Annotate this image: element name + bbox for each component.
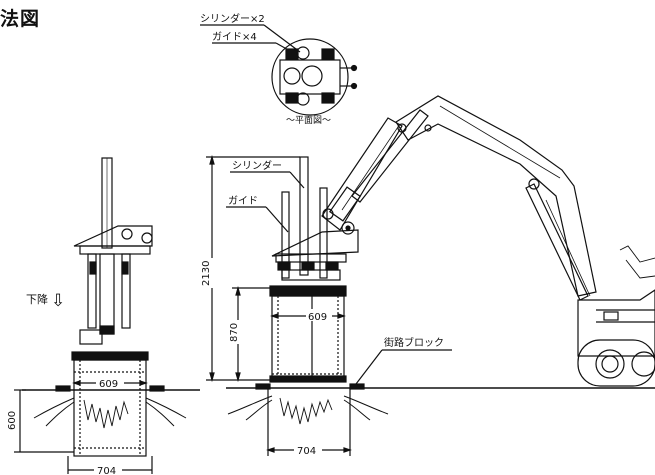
descend-label: 下降 — [26, 292, 48, 306]
front-view: 下降 ⇩ 609 — [6, 157, 200, 475]
side-dim-height-body: 870 — [229, 323, 240, 342]
plan-guide-1 — [285, 48, 299, 60]
side-dim-inner-width: 609 — [308, 312, 327, 323]
excavator-body — [577, 289, 655, 357]
side-dim-outer-width: 704 — [297, 446, 316, 457]
plan-cylinder-2 — [296, 92, 310, 106]
excavator — [321, 95, 655, 387]
side-label-guide: ガイド — [228, 195, 258, 207]
plan-frame — [279, 59, 341, 95]
plan-label-guide: ガイド×4 — [212, 31, 257, 43]
plan-caption: 〜平面図〜 — [286, 115, 331, 126]
excavator-track — [577, 339, 655, 387]
plan-guide-3 — [285, 92, 299, 104]
diagram-title: 法図 — [0, 8, 41, 30]
side-view: シリンダー ガイド 2130 870 — [200, 95, 655, 457]
descend-arrow-icon: ⇩ — [51, 291, 65, 311]
plan-guide-4 — [321, 92, 335, 104]
plan-view: シリンダー×2 ガイド×4 〜平面図〜 — [200, 12, 358, 126]
front-dim-inner-width: 609 — [99, 379, 118, 390]
side-label-block: 街路ブロック — [384, 336, 444, 349]
front-bracket — [73, 225, 153, 247]
side-shoring-box — [271, 295, 345, 379]
front-dim-depth: 600 — [7, 411, 18, 430]
side-guide-mast-1 — [281, 191, 290, 279]
side-cylinder-mast — [299, 156, 309, 276]
plan-cylinder-1 — [296, 46, 310, 60]
plan-outer-ring — [271, 38, 349, 116]
plan-label-cylinder: シリンダー×2 — [200, 12, 265, 25]
side-label-cylinder: シリンダー — [232, 159, 282, 172]
plan-guide-2 — [321, 48, 335, 60]
excavator-dipper-arm — [321, 117, 403, 231]
front-shoring-box — [73, 359, 147, 457]
side-dim-height-total: 2130 — [201, 261, 212, 286]
front-dim-outer-width: 704 — [97, 466, 116, 475]
